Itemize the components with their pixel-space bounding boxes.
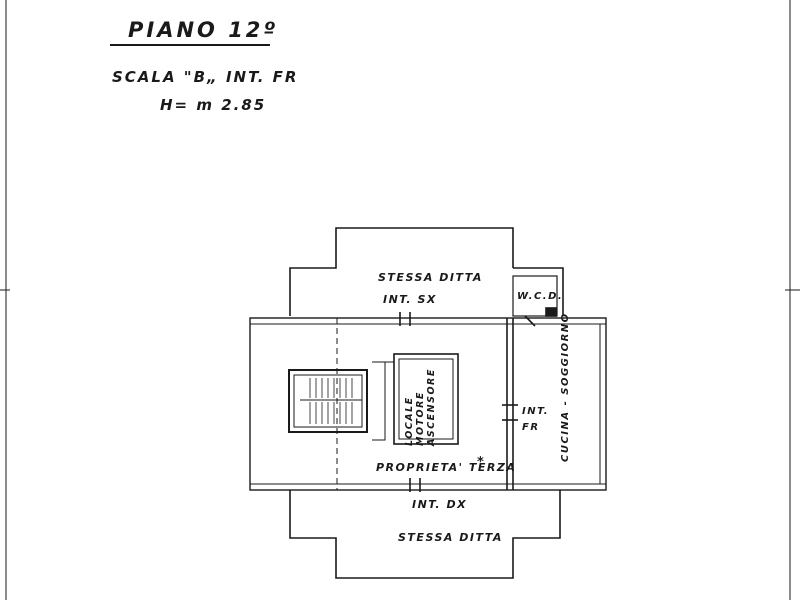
lift-motor-inner [398,358,454,440]
stair-unit-label: SCALA "B„ INT. FR [112,68,299,86]
lift-room-label-line2: MOTORE [415,391,426,446]
door-mark [524,315,536,327]
ceiling-height-label: H= m 2.85 [160,96,267,114]
stair-block [288,369,368,433]
int-fr-label-line1: INT. [522,406,549,417]
page-title: PIANO 12º [128,18,279,42]
wcd-outline [513,267,564,316]
third-party-label: PROPRIETA' TERZA [376,461,516,474]
lift-room-label-line3: ASCENSORE [426,368,437,447]
int-dx-label: INT. DX [412,498,467,511]
bottom-neighbor-label: STESSA DITTA [398,531,503,544]
lift-motor-room [393,353,459,445]
kitchen-label: CUCINA - SOGGIORNO [560,312,571,462]
wcd-room [512,275,558,317]
int-fr-label-line2: FR [522,422,540,433]
asterisk-mark: * [477,455,484,470]
top-neighbor-label: STESSA DITTA [378,271,483,284]
kitchen-room [512,323,601,485]
title-underline [110,44,270,46]
stair-inner [293,374,363,428]
int-sx-label: INT. SX [383,293,437,306]
wcd-label: W.C.D. [517,291,563,302]
stair-treads [309,378,353,424]
upper-neighbor-outline [289,227,514,316]
lower-neighbor-outline [289,490,561,579]
lift-room-label-line1: LOCALE [404,396,415,446]
main-floor-band [249,317,607,491]
corridor-outline [372,361,386,441]
wcd-fixture [545,307,557,317]
